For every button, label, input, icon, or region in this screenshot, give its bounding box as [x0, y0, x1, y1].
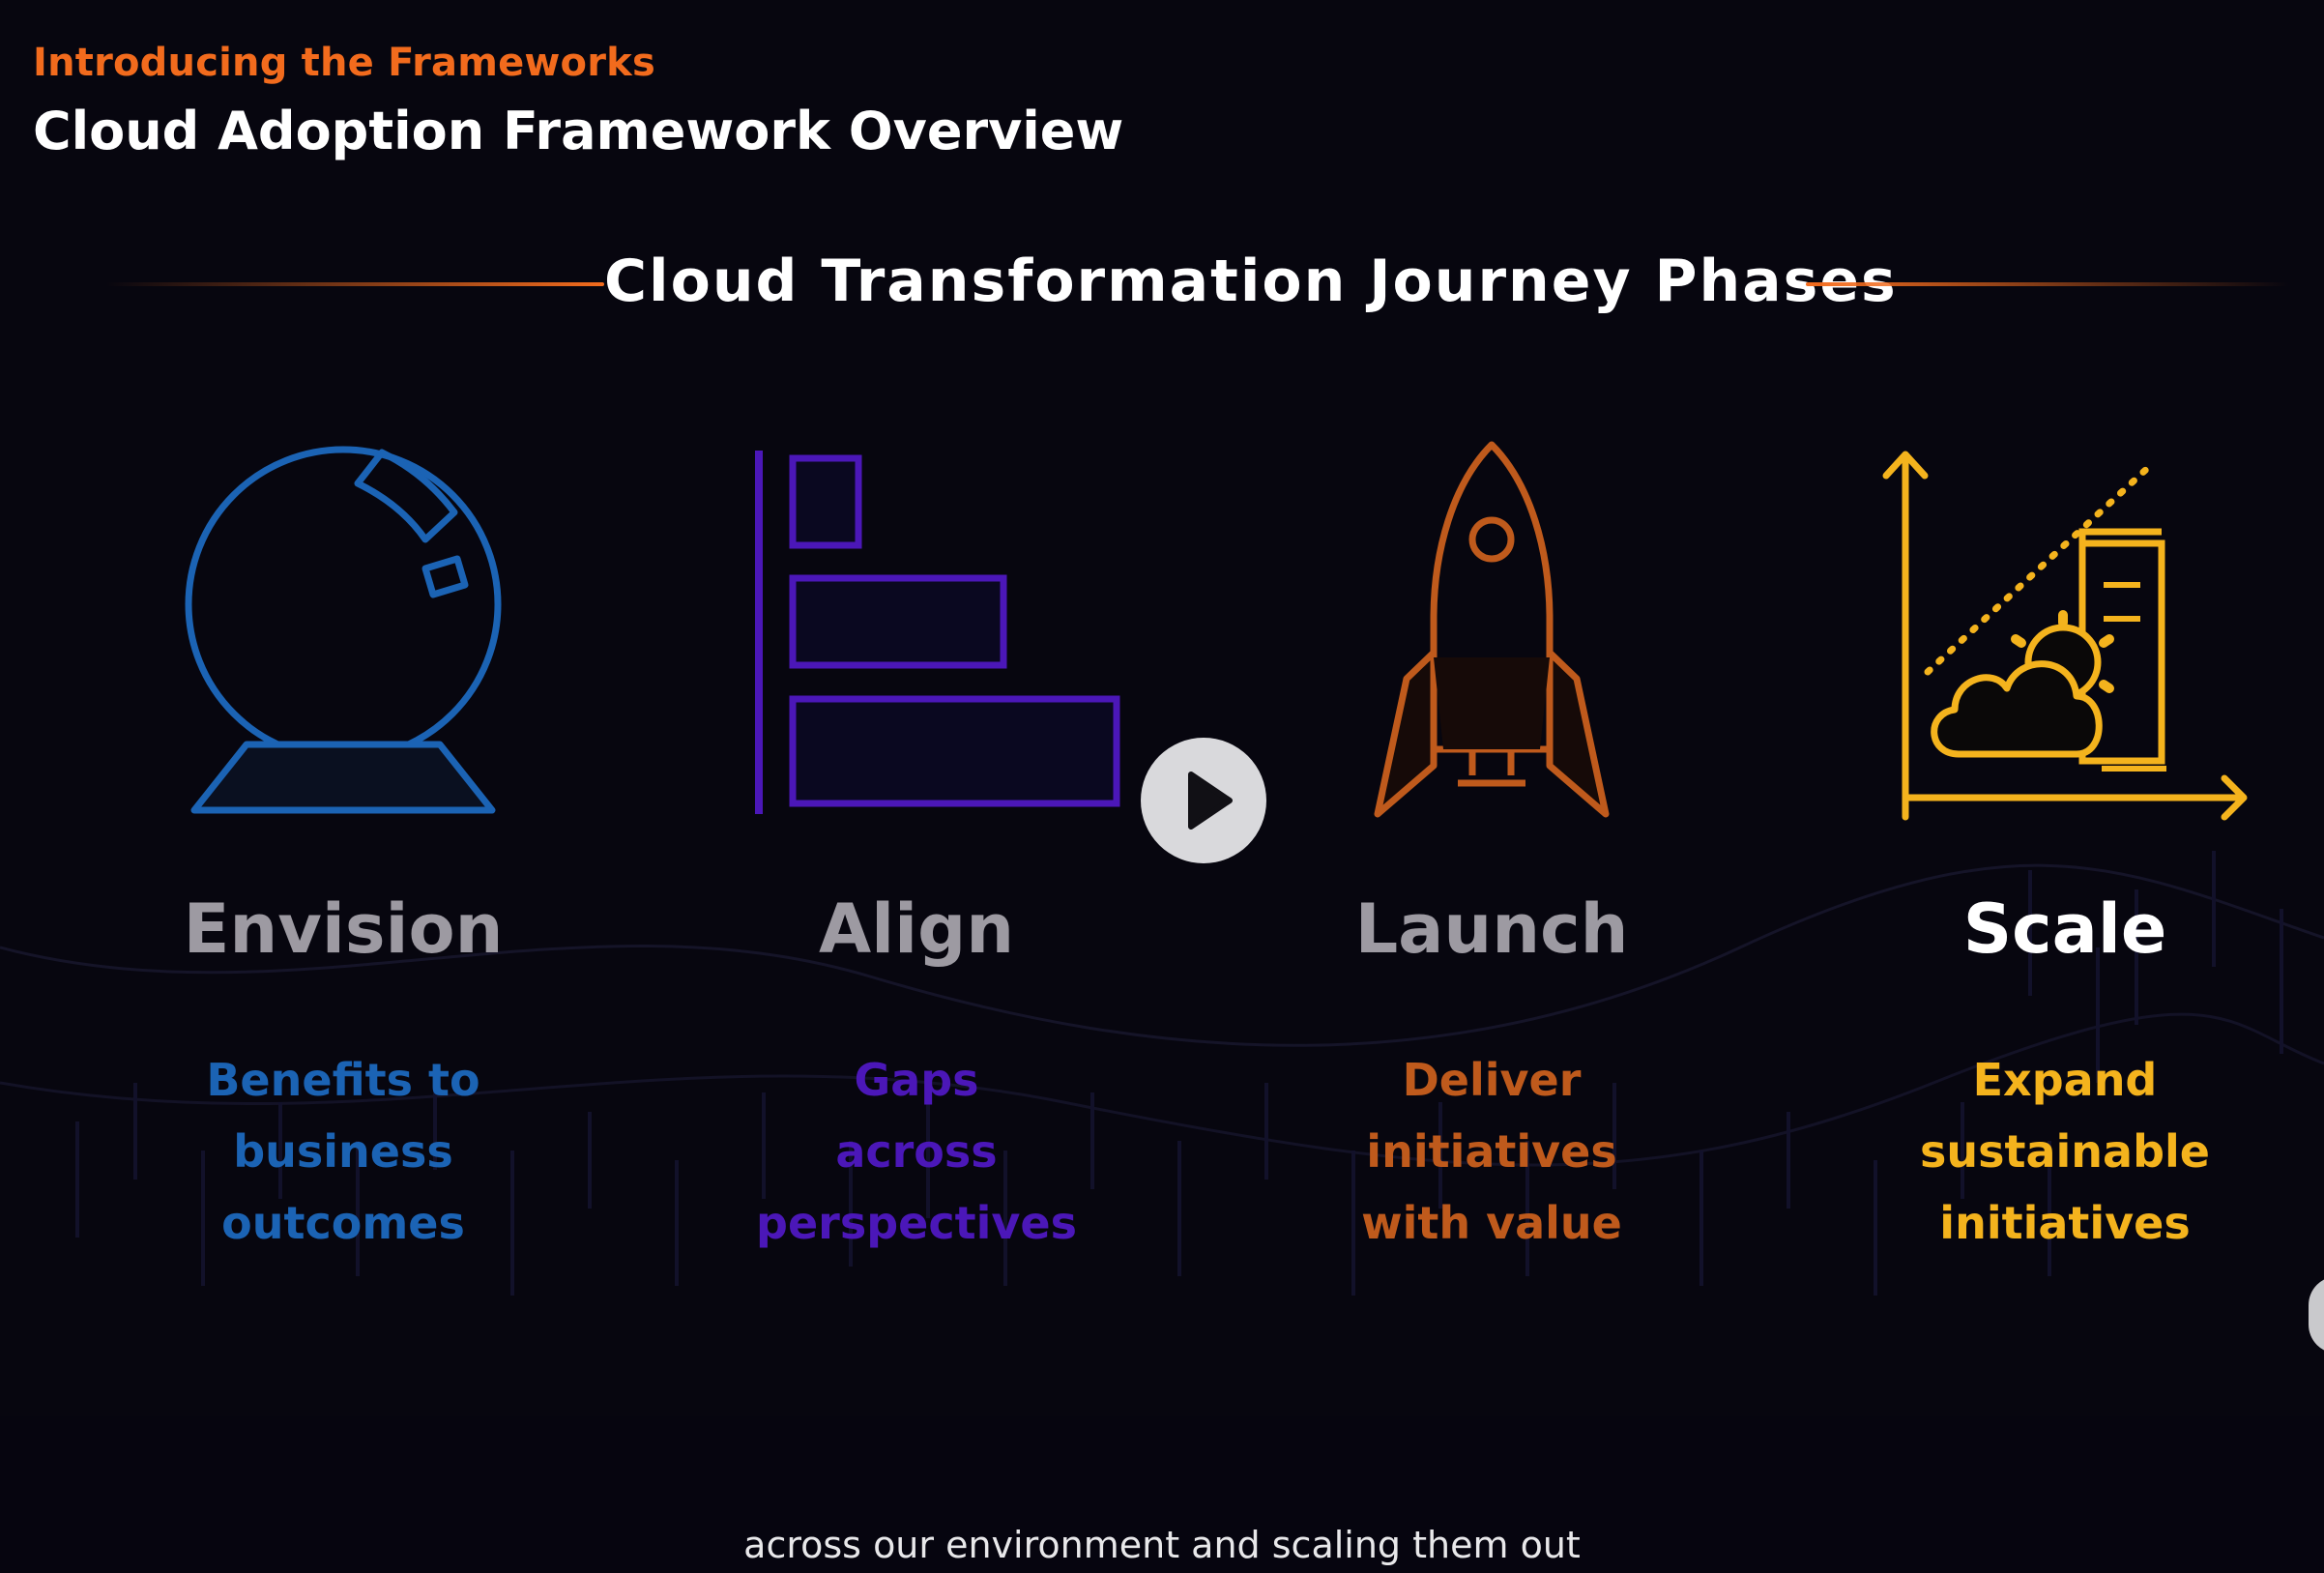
growth-chart-cloud-icon: [1882, 451, 2248, 821]
play-button[interactable]: [1141, 738, 1266, 863]
phase-name-align: Align: [818, 889, 1015, 969]
phase-name-scale: Scale: [1962, 889, 2167, 969]
caption-text: across our environment and scaling them …: [743, 1524, 1581, 1566]
phase-description-line: business: [233, 1125, 453, 1178]
next-slide-handle[interactable]: [2309, 1276, 2324, 1354]
crystal-ball-icon: [185, 446, 502, 814]
phase-description-line: with value: [1361, 1197, 1622, 1249]
phase-description-align: Gaps across perspectives: [723, 1044, 1110, 1259]
caption-bar: [0, 1416, 2324, 1573]
section-title-rule-right: [1806, 282, 2289, 286]
phase-description-envision: Benefits to business outcomes: [150, 1044, 537, 1259]
phase-description-launch: Deliver initiatives with value: [1298, 1044, 1685, 1259]
background-texture: [0, 851, 2324, 1296]
phase-description-line: initiatives: [1366, 1125, 1617, 1178]
bar-alignment-icon: [755, 451, 1120, 814]
section-title: Cloud Transformation Journey Phases: [604, 248, 1898, 315]
phase-description-scale: Expand sustainable initiatives: [1872, 1044, 2258, 1259]
section-title-rule-left: [106, 282, 604, 286]
phase-description-line: Expand: [1972, 1054, 2158, 1106]
page-title: Cloud Adoption Framework Overview: [33, 101, 1124, 161]
phase-description-line: outcomes: [221, 1197, 465, 1249]
phase-description-line: sustainable: [1920, 1125, 2210, 1178]
phase-description-line: perspectives: [756, 1197, 1077, 1249]
phase-description-line: Deliver: [1402, 1054, 1582, 1106]
phase-description-line: Benefits to: [206, 1054, 480, 1106]
phase-description-line: across: [835, 1125, 998, 1178]
rocket-icon: [1374, 441, 1610, 818]
phase-name-launch: Launch: [1354, 889, 1629, 969]
phase-description-line: Gaps: [854, 1054, 979, 1106]
phase-description-line: initiatives: [1939, 1197, 2191, 1249]
phase-name-envision: Envision: [183, 889, 504, 969]
play-icon: [1188, 772, 1233, 830]
slide: Introducing the Frameworks Cloud Adoptio…: [0, 41, 2324, 1354]
eyebrow-text: Introducing the Frameworks: [33, 41, 655, 85]
